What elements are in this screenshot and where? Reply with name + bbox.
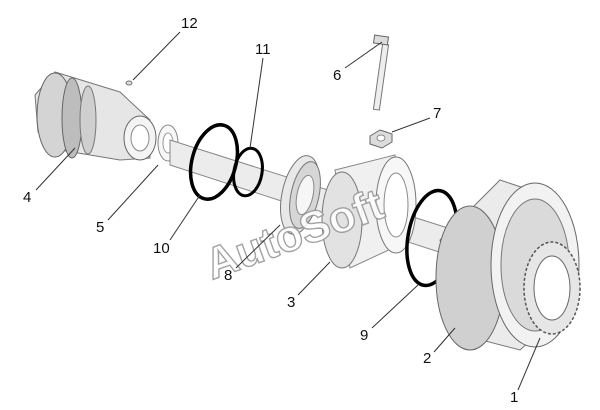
- callout-6: 6: [333, 67, 341, 84]
- leader-2: [433, 327, 456, 353]
- callout-11: 11: [255, 41, 271, 58]
- part-1-splined-gear: [523, 241, 581, 335]
- part-4-splined-hub: [34, 71, 157, 161]
- part-6-bolt: [372, 34, 390, 111]
- callout-2: 2: [423, 350, 431, 367]
- leader-12: [132, 31, 181, 81]
- callout-labels: 1 2 3 4 5 6 7 8 9 10 11 12: [23, 15, 518, 406]
- leader-6: [344, 41, 383, 69]
- callout-9: 9: [360, 327, 368, 344]
- callout-1: 1: [510, 389, 518, 406]
- leader-4: [35, 147, 76, 191]
- part-11-snap-ring: [232, 146, 264, 198]
- callout-12: 12: [181, 15, 198, 32]
- callout-8: 8: [224, 267, 232, 284]
- callout-3: 3: [287, 294, 295, 311]
- leader-10: [169, 194, 201, 241]
- callout-5: 5: [96, 219, 104, 236]
- leader-7: [391, 117, 431, 133]
- callout-10: 10: [153, 240, 170, 257]
- leader-1: [517, 337, 541, 391]
- leader-5: [107, 164, 159, 221]
- part-3-spacer-sleeve: [321, 154, 417, 269]
- leader-lines: [35, 31, 541, 391]
- leader-11: [249, 57, 264, 149]
- part-12-pin: [125, 80, 133, 86]
- part-7-nut: [369, 129, 393, 149]
- part-8-bearing: [280, 155, 321, 235]
- callout-4: 4: [23, 189, 31, 206]
- leader-3: [297, 261, 331, 296]
- leader-9: [371, 284, 419, 329]
- leader-8: [235, 224, 281, 269]
- callout-7: 7: [433, 105, 441, 122]
